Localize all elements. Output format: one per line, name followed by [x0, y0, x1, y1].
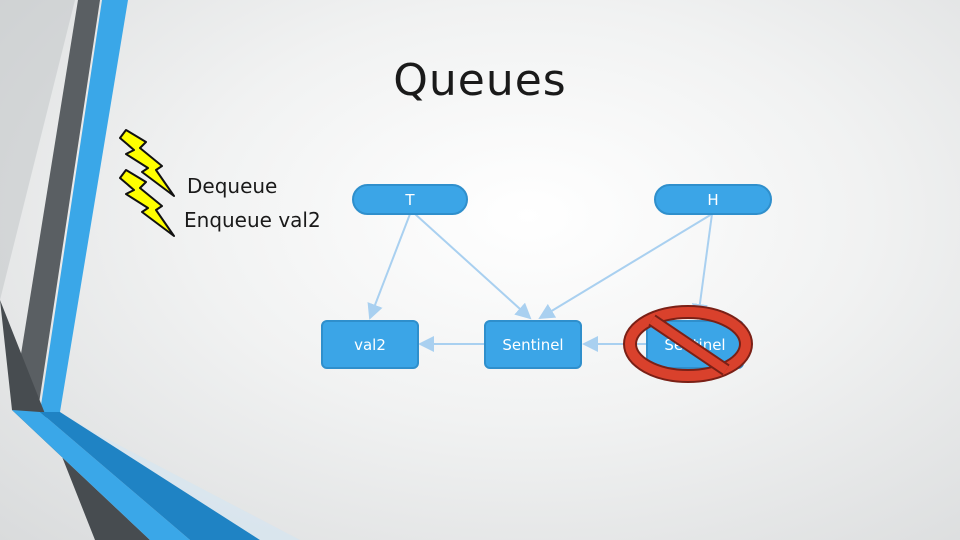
- arrow-head-to-sentinel: [538, 213, 713, 320]
- arrow-head-to-removed: [691, 213, 713, 320]
- lightning-bolt-icon: [119, 129, 175, 197]
- node-sentinel: Sentinel: [484, 320, 582, 369]
- lightning-bolt-icon: [119, 169, 175, 237]
- bullet-enqueue: Enqueue val2: [184, 208, 321, 232]
- bullet-dequeue: Dequeue: [187, 174, 278, 198]
- tail-pointer: T: [352, 184, 468, 215]
- arrow-tail-to-sentinel: [414, 213, 532, 320]
- node-val2: val2: [321, 320, 419, 369]
- slide-title: Queues: [393, 55, 567, 106]
- head-pointer: H: [654, 184, 772, 215]
- arrow-tail-to-val2: [367, 213, 411, 320]
- no-sign-icon: [623, 305, 753, 383]
